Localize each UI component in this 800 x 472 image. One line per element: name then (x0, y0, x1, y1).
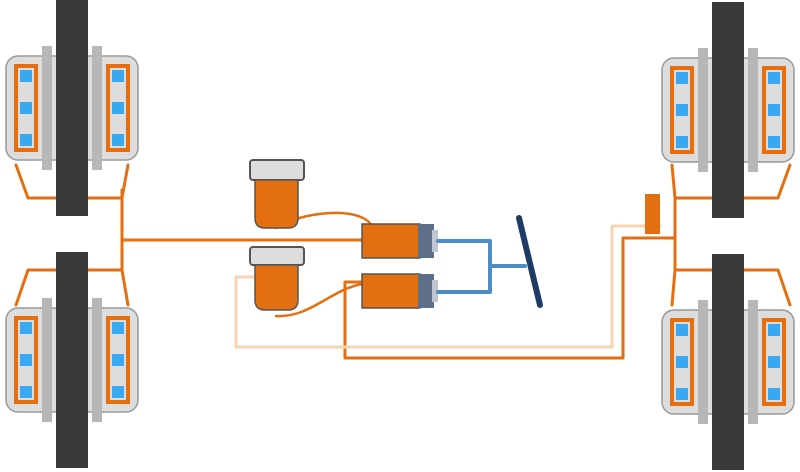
cylinder-cap (432, 230, 438, 252)
cylinder-end (418, 274, 434, 308)
piston (112, 386, 124, 398)
piston (768, 136, 780, 148)
left-rear-branch-a (14, 268, 124, 307)
left-front-branch-b (120, 163, 130, 200)
piston (112, 354, 124, 366)
cylinder-body (361, 273, 421, 309)
rotor (712, 2, 744, 218)
reservoir-lower (249, 246, 305, 311)
right-rear-branch-a (673, 268, 792, 307)
piston (768, 356, 780, 368)
piston (676, 72, 688, 84)
piston (676, 136, 688, 148)
left-front-branch-a (14, 163, 124, 200)
caliper-right (106, 316, 130, 404)
piston (112, 322, 124, 334)
brake-lines (14, 163, 792, 360)
lower-master-line (343, 236, 677, 360)
reservoir-cap (249, 246, 305, 266)
brake-pedal[interactable] (516, 215, 543, 308)
cylinder-body (361, 223, 421, 259)
rotor (56, 0, 88, 216)
rotor (712, 254, 744, 470)
reservoir-body (254, 264, 299, 311)
pad-left (698, 48, 708, 172)
caliper-left (670, 66, 694, 154)
caliper-left (14, 64, 38, 152)
piston (20, 322, 32, 334)
pad-left (698, 300, 708, 424)
right-front-branch-b (670, 163, 677, 200)
piston (20, 70, 32, 82)
reservoir-cap (249, 159, 305, 181)
piston (112, 70, 124, 82)
pad-left (42, 46, 52, 170)
caliper-right (762, 318, 786, 406)
caliper-right (762, 66, 786, 154)
piston (676, 324, 688, 336)
wheel-rear-right (661, 254, 795, 470)
reservoir-upper (249, 159, 305, 229)
cylinder-cap (432, 280, 438, 302)
piston (112, 102, 124, 114)
right-rear-branch-b (670, 268, 677, 307)
piston (112, 134, 124, 146)
master-cylinder-upper (361, 223, 438, 259)
pad-right (748, 48, 758, 172)
pad-right (92, 298, 102, 422)
caliper-left (14, 316, 38, 404)
master-cylinder-lower (361, 273, 438, 309)
piston (20, 386, 32, 398)
caliper-right (106, 64, 130, 152)
caliper-left (670, 318, 694, 406)
right-front-branch-a (673, 163, 792, 200)
wheel-front-left (5, 0, 139, 216)
piston (768, 324, 780, 336)
piston (676, 104, 688, 116)
pad-right (748, 300, 758, 424)
pad-left (42, 298, 52, 422)
left-rear-branch-b (120, 268, 130, 307)
piston (20, 102, 32, 114)
piston (676, 388, 688, 400)
reservoir-body (254, 179, 299, 229)
piston (768, 72, 780, 84)
proportioning-valve (645, 194, 660, 234)
lower-reservoir-feed (274, 282, 364, 318)
secondary-brake-line (234, 224, 662, 349)
wheel-front-right (661, 2, 795, 218)
cylinder-end (418, 224, 434, 258)
piston (768, 388, 780, 400)
piston (768, 104, 780, 116)
pedal-linkage (436, 239, 527, 294)
rotor (56, 252, 88, 468)
wheel-rear-left (5, 252, 139, 468)
piston (20, 354, 32, 366)
piston (20, 134, 32, 146)
piston (676, 356, 688, 368)
pad-right (92, 46, 102, 170)
